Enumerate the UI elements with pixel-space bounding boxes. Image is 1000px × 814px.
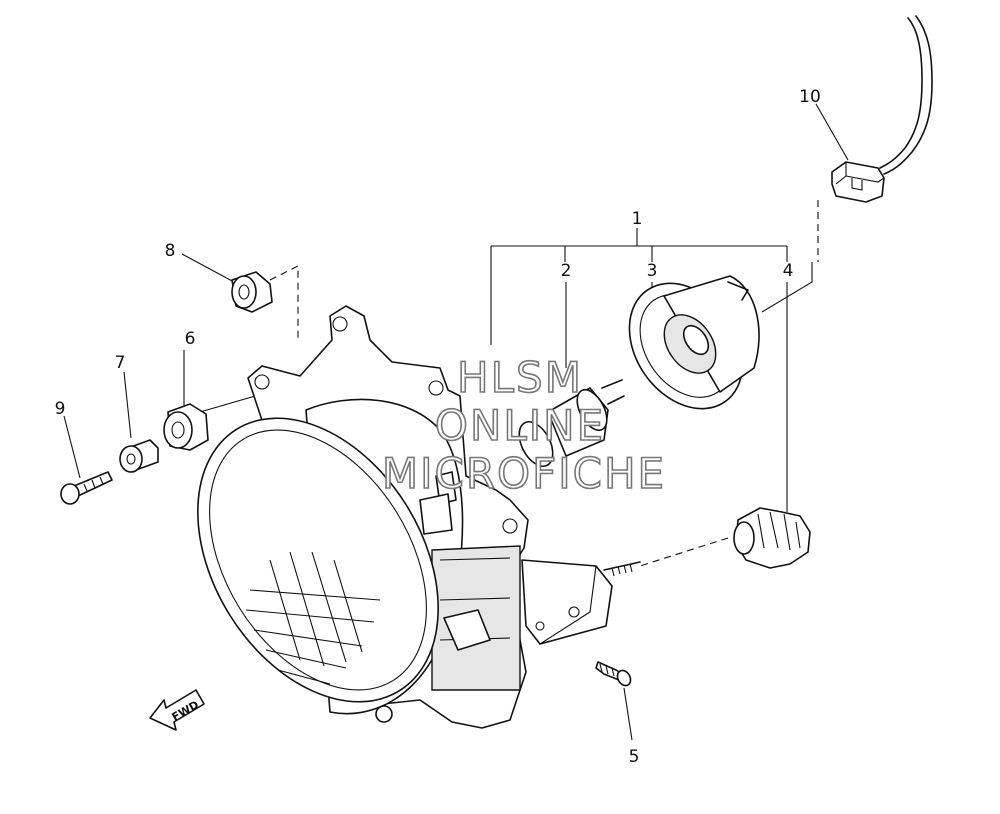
wire-harness-lead (879, 15, 933, 175)
callout-labels: 1 2 3 4 5 6 7 8 9 10 (55, 87, 821, 767)
callout-5: 5 (629, 747, 640, 767)
callout-2: 2 (561, 261, 572, 281)
callout-4: 4 (783, 261, 794, 281)
callout-10: 10 (799, 87, 821, 107)
grommet-part-4 (733, 507, 811, 569)
callout-9: 9 (55, 399, 66, 419)
fwd-arrow-icon: FWD (149, 689, 205, 731)
bolt-part-5 (595, 661, 632, 687)
callout-6: 6 (185, 329, 196, 349)
assembly-bracket-part-1 (490, 228, 788, 345)
bulb-part-2 (518, 379, 625, 467)
bulb-socket-part-3 (628, 275, 760, 410)
damper-part-6 (163, 403, 209, 451)
alignment-dashes (269, 200, 819, 567)
callout-1: 1 (632, 209, 643, 229)
coupler-part-10 (831, 161, 885, 203)
watermark-line-3: MICROFICHE (382, 449, 666, 498)
collar-part-7 (119, 439, 159, 473)
headlight-lens (197, 417, 439, 723)
callout-3: 3 (647, 261, 658, 281)
aiming-bracket (521, 559, 641, 645)
watermark: HLSM ONLINE MICROFICHE (381, 352, 666, 499)
damper-part-8 (231, 271, 273, 313)
screw-part-9 (60, 471, 113, 505)
callout-8: 8 (165, 241, 176, 261)
callout-7: 7 (115, 353, 126, 373)
leader-lines (63, 103, 849, 741)
watermark-line-1: HLSM (457, 353, 583, 402)
watermark-line-2: ONLINE (435, 401, 605, 450)
